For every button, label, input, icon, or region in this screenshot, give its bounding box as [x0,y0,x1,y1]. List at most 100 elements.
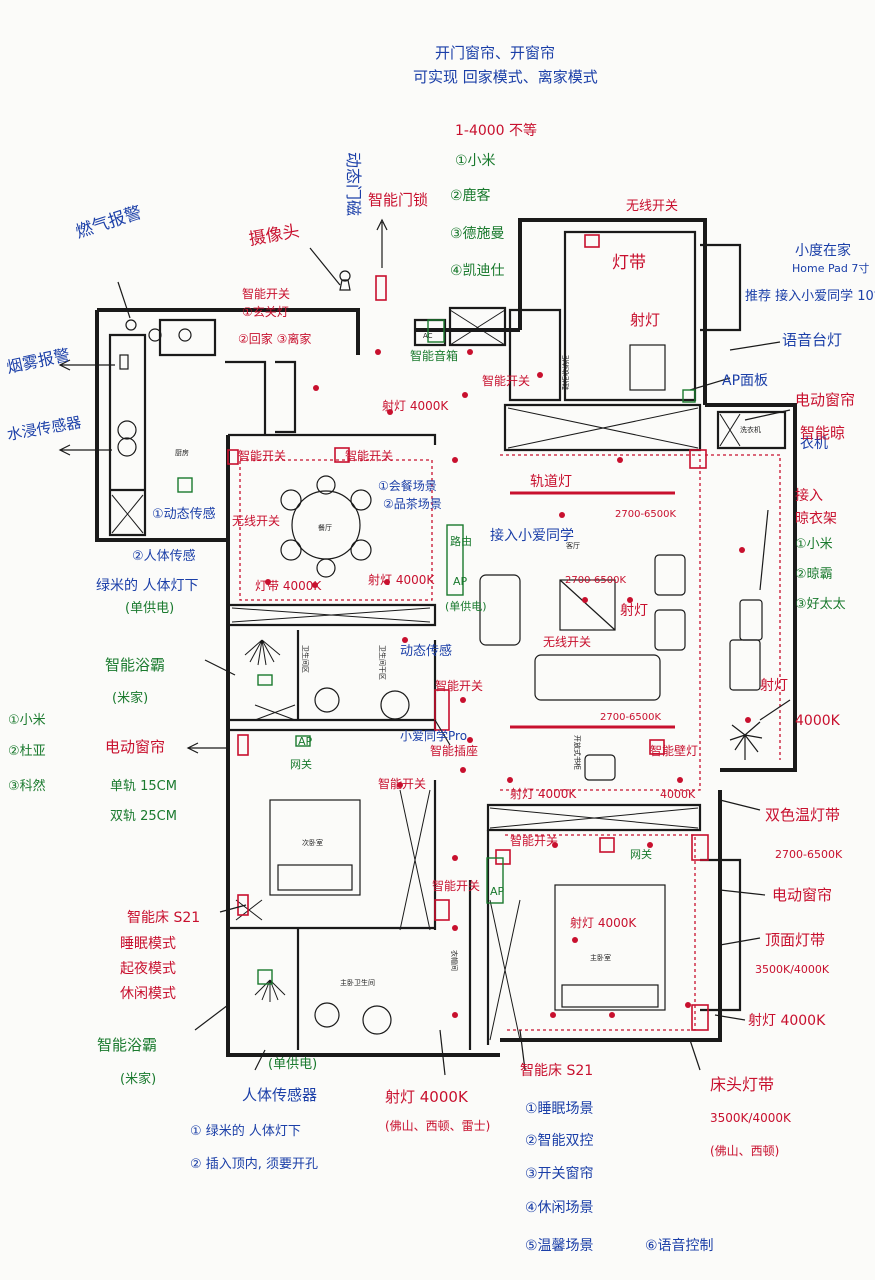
note-dining-lamp: 灯带 4000K [255,579,322,593]
note-voice-light: 语音台灯 [782,331,842,349]
note-curtain-motor-1: 电动窗帘 [795,391,855,409]
camera-icon [339,270,351,291]
note-sensor: 动态门磁 [344,152,363,216]
note-hanger-side-2: 晾衣架 [795,511,837,527]
note-smart-bed-2: 睡眠模式 [120,936,176,952]
note-double-ceiling-1: 双色温灯带 [765,806,840,824]
spot-lights [265,349,751,1018]
note-master-spot: 射灯 4000K [570,915,637,930]
sockets [227,234,709,1031]
water-sensor-icon [119,354,129,370]
note-top-title-1: 开门窗帘、开窗帘 [435,44,555,62]
note-switch-entry-1: 智能开关 [242,286,290,301]
note-smart-switch-master: 智能开关 [510,833,558,848]
note-bottom-spot-2: (佛山、西顿、雷士) [385,1119,490,1133]
note-router-2: AP [453,575,468,588]
note-curtain-brand-3: ③科然 [8,778,46,794]
note-body-sensor-7: ② 插入顶内, 须要开孔 [190,1156,318,1172]
note-smart-switch-corr: 智能开关 [432,878,480,893]
arrows [58,218,791,1076]
note-switch-entry-2: ①玄关灯 [242,304,289,319]
note-camera: 摄像头 [247,221,301,250]
note-ap-master: AP [490,885,505,898]
note-bed-light-3: (佛山、西顿) [710,1144,779,1158]
note-bath-heater-2: (米家) [112,690,148,706]
note-lock-brands-title: 1-4000 不等 [455,122,537,139]
note-lock-brand-3: ③德施曼 [450,226,505,242]
note-curtain-motor-2: 电动窗帘 [105,738,165,756]
note-bottom-spot: 射灯 4000K [385,1088,469,1106]
room-master-bath: 主卧卫生间 [340,978,375,987]
note-smart-bed-item-1: ①睡眠场景 [525,1101,594,1117]
note-hanger-side-5: ③好太太 [795,597,846,612]
room-master-bed: 主卧室 [590,953,611,962]
note-lock-brand-4: ④凯迪仕 [450,263,505,279]
note-bed-light-1: 床头灯带 [710,1075,774,1094]
note-smart-bed-1: 智能床 S21 [127,910,200,926]
note-xiaodu-1: 小度在家 [795,242,851,259]
note-hanger-1: 智能晾 [800,424,845,442]
ceiling-dashes [239,454,781,1031]
note-top-title-2: 可实现 回家模式、离家模式 [413,68,598,86]
note-curtain-motor-3: 电动窗帘 [772,886,832,904]
cabinet-hatches [111,309,741,1041]
note-dining-spot: 射灯 4000K [368,572,435,587]
note-water-sensor: 水浸传感器 [6,413,83,444]
walls [95,218,797,1057]
note-double-track: 双轨 25CM [110,809,177,824]
note-bed-light-2: 3500K/4000K [710,1111,792,1125]
note-body-sensor-3: (单供电) [125,601,174,616]
note-gateway: 网关 [290,757,312,771]
note-switch-entry-3: ②回家 ③离家 [238,331,311,346]
note-smart-bed-3: 起夜模式 [120,961,176,977]
room-living: 客厅 [566,541,580,550]
room-bath-public: 卫生间区 [301,645,310,673]
note-body-sensor-6: ① 绿米的 人体灯下 [190,1123,301,1139]
note-door-lock: 智能门锁 [368,191,428,209]
green-notes: ①小米 ②鹿客 ③德施曼 ④凯迪仕 智能音箱 ①小米 ②晾霸 ③好太太 (单供电… [8,153,846,1087]
note-study-lamp: 灯带 [612,253,646,273]
note-hanger-side-3: ①小米 [795,537,833,552]
note-smart-wall-light: 智能壁灯 [650,743,698,758]
note-curtain-brand-2: ②杜亚 [8,744,46,759]
note-wireless-switch: 无线开关 [232,514,280,528]
note-spot-4000-3: 4000K [660,788,696,801]
smoke-alarm-icon [125,319,137,331]
note-lock-brand-2: ②鹿客 [450,187,491,204]
room-restaurant: 餐厅 [318,523,332,532]
note-smart-switch-bath: 智能开关 [435,678,483,693]
plant-icon [729,721,763,760]
note-study-spot: 射灯 [630,311,660,329]
device-icons [119,270,763,1002]
note-lock-brand-1: ①小米 [455,153,496,169]
note-gateway-2: 网关 [630,847,652,861]
ap-panel-icons [177,319,696,985]
note-dining-switch-2: 智能开关 [345,448,393,463]
note-smoke-alarm: 烟雾报警 [5,345,72,377]
note-smart-bed-item-5: ⑤温馨场景 [525,1238,594,1254]
note-living-spot: 射灯 [620,603,648,619]
note-wireless-switch-2: 无线开关 [543,635,591,649]
note-xiaoai-pro: 小爱同学Pro [400,728,467,743]
note-study-switch: 无线开关 [626,199,678,214]
note-spot-4000-right-b: 4000K [795,713,841,729]
note-spot-4000-4: 射灯 4000K [748,1013,826,1029]
note-hanger-2: 衣机 [800,436,828,452]
room-tv-wall: 开放式书柜 [573,735,582,770]
note-ap-panel: AP面板 [722,373,768,389]
note-body-sensor-1: ②人体传感 [132,548,196,564]
note-ap-label: AP [298,735,313,748]
note-spot-4000-right: 射灯 [760,678,788,694]
note-body-sensor-2: 绿米的 人体灯下 [96,578,198,594]
note-body-sensor-4: 人体传感器 [242,1086,317,1104]
note-dining-scene-2: ②品茶场景 [383,496,442,511]
note-bath-heater-1: 智能浴霸 [105,656,165,674]
note-hanger-side-1: 接入 [795,487,823,504]
furniture [117,328,763,1035]
note-double-ceiling-2: 2700-6500K [775,848,843,861]
note-bath-heater-3: 智能浴霸 [97,1036,157,1054]
note-smart-bed-item-6: ⑥语音控制 [645,1237,714,1254]
note-living-track-temp: 2700-6500K [600,712,662,723]
note-xiaodu-2: Home Pad 7寸 [792,261,869,275]
